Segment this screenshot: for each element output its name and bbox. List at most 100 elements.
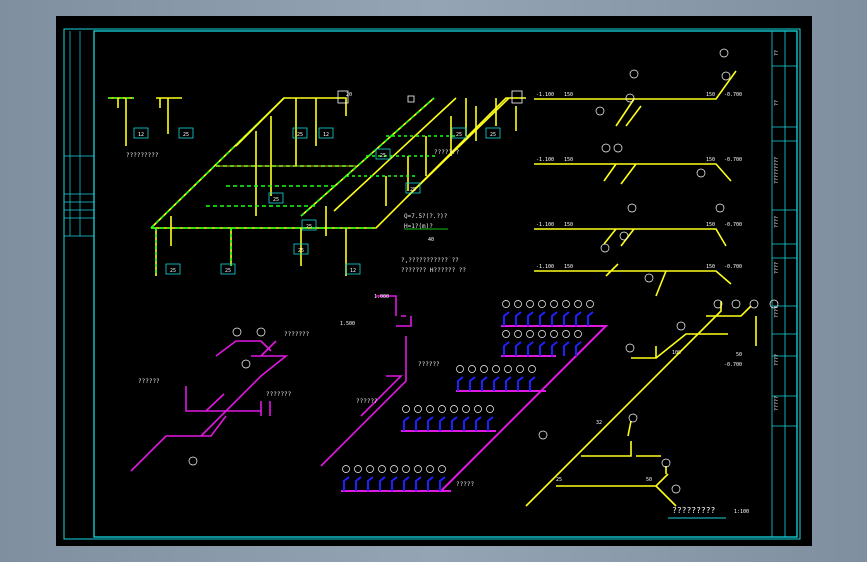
pipe-tag-label: 25: [273, 197, 279, 203]
title-block-cell: ????: [774, 216, 780, 228]
top-middle-system-label: ???????: [434, 149, 460, 156]
drawing-canvas: ??????????????????????????????????: [63, 28, 801, 540]
fixture-valve: [526, 330, 534, 338]
fixture-branch: [575, 311, 582, 326]
bottom-right-system: [525, 301, 757, 507]
note-line-4: ??????? H?????? ??: [401, 267, 466, 274]
pipe-tag-label: 25: [225, 268, 231, 274]
title-block: [771, 31, 797, 537]
note-line-3: ?,??????????? ??: [401, 257, 459, 264]
fixture-valve: [562, 300, 570, 308]
title-block-cell: ??: [774, 100, 780, 106]
pipe-tag-label: 12: [323, 132, 329, 138]
fixture-branch: [575, 341, 582, 356]
dimension-label: 20: [346, 92, 352, 98]
fixture-branch: [439, 416, 446, 431]
fixture-valve: [514, 330, 522, 338]
fixture-branch: [439, 476, 446, 491]
binding-strip: [64, 31, 94, 237]
dimension-label: 150: [564, 222, 573, 228]
dimension-label: 25: [556, 477, 562, 483]
fixture-valve: [366, 465, 374, 473]
fixture-branch: [529, 376, 536, 391]
fixture-valve: [562, 330, 570, 338]
title-block-cell: ?????????: [774, 157, 780, 184]
dimension-label: 150: [564, 157, 573, 163]
fixture-valve: [550, 330, 558, 338]
fixture-branch: [505, 376, 512, 391]
mid-left-labels: ??????? ?????? ??????? 1.000 1.500: [138, 294, 389, 398]
mid-left-valves: [188, 327, 266, 466]
title-block-cell: ??: [774, 50, 780, 56]
pipe-tag-label: 25: [306, 224, 312, 230]
fixture-valve: [438, 465, 446, 473]
center-fixture-groups: [341, 300, 609, 492]
fixture-valve: [354, 465, 362, 473]
outer-frame: [63, 28, 801, 540]
fixture-branch: [457, 376, 464, 391]
fixture-branch: [367, 476, 374, 491]
fixture-valve: [486, 405, 494, 413]
fixture-symbols-top: [337, 90, 523, 104]
fixture-valve: [426, 405, 434, 413]
dimension-label: 150: [706, 92, 715, 98]
pipe-tag-label: 25: [298, 248, 304, 254]
fixture-branch: [587, 311, 594, 326]
fixture-branch: [355, 476, 362, 491]
fixture-valve: [474, 405, 482, 413]
pipe-tags-top-left: [133, 127, 501, 275]
fixture-branch: [481, 376, 488, 391]
dimension-label: 40: [428, 237, 434, 243]
dimension-label: 150: [706, 264, 715, 270]
fixture-branch: [403, 476, 410, 491]
mid-left-label-c: ???????: [266, 391, 292, 398]
fixture-valve: [516, 365, 524, 373]
top-left-system-label: ?????????: [126, 152, 159, 159]
fixture-valve: [574, 330, 582, 338]
fixture-branch: [427, 416, 434, 431]
fixture-branch: [517, 376, 524, 391]
dimension-label: 150: [706, 222, 715, 228]
ceiling-level-b: 1.500: [340, 321, 355, 327]
level-label: -0.700: [724, 264, 742, 270]
note-line-2: H=1?(m)?: [404, 223, 433, 230]
notes-block: Q=7.5?(?.?)? H=1?(m)? ?,??????????? ?? ?…: [126, 149, 466, 274]
fixture-branch: [475, 416, 482, 431]
dimension-label: 50: [646, 477, 652, 483]
level-label: -1.100: [536, 92, 554, 98]
fixture-valve: [502, 330, 510, 338]
fixture-branch: [487, 416, 494, 431]
drawing-scale: 1:100: [734, 509, 749, 515]
pipe-tag-label: 25: [456, 132, 462, 138]
fixture-branch: [493, 376, 500, 391]
fixture-valve: [492, 365, 500, 373]
fixture-valve: [402, 465, 410, 473]
fixture-branch: [503, 341, 510, 356]
level-labels: -1.100-0.700-1.100-0.700-1.100-0.700-1.1…: [346, 92, 742, 483]
fixture-valve: [450, 405, 458, 413]
fixture-valve: [426, 465, 434, 473]
mid-left-magenta-system-2: [320, 295, 412, 467]
title-block-cell: ?????: [774, 396, 780, 411]
fixture-valve: [504, 365, 512, 373]
fixture-branch: [527, 311, 534, 326]
level-label: -0.700: [724, 92, 742, 98]
fixture-branch: [427, 476, 434, 491]
fixture-valve: [438, 405, 446, 413]
pipe-tag-label: 25: [297, 132, 303, 138]
level-label: -0.700: [724, 222, 742, 228]
fixture-valve: [402, 405, 410, 413]
fixture-valve: [414, 405, 422, 413]
level-label: -0.700: [724, 157, 742, 163]
top-left-system: [108, 97, 526, 276]
pipe-tag-label: 25: [183, 132, 189, 138]
fixture-valve: [528, 365, 536, 373]
fixture-branch: [503, 311, 510, 326]
dimension-label: 50: [736, 352, 742, 358]
fixture-branch: [563, 341, 570, 356]
fixture-valve: [378, 465, 386, 473]
dimension-label: 150: [564, 92, 573, 98]
title-block-text: ??????????????????????????????????: [774, 50, 780, 411]
level-label: -1.100: [536, 264, 554, 270]
